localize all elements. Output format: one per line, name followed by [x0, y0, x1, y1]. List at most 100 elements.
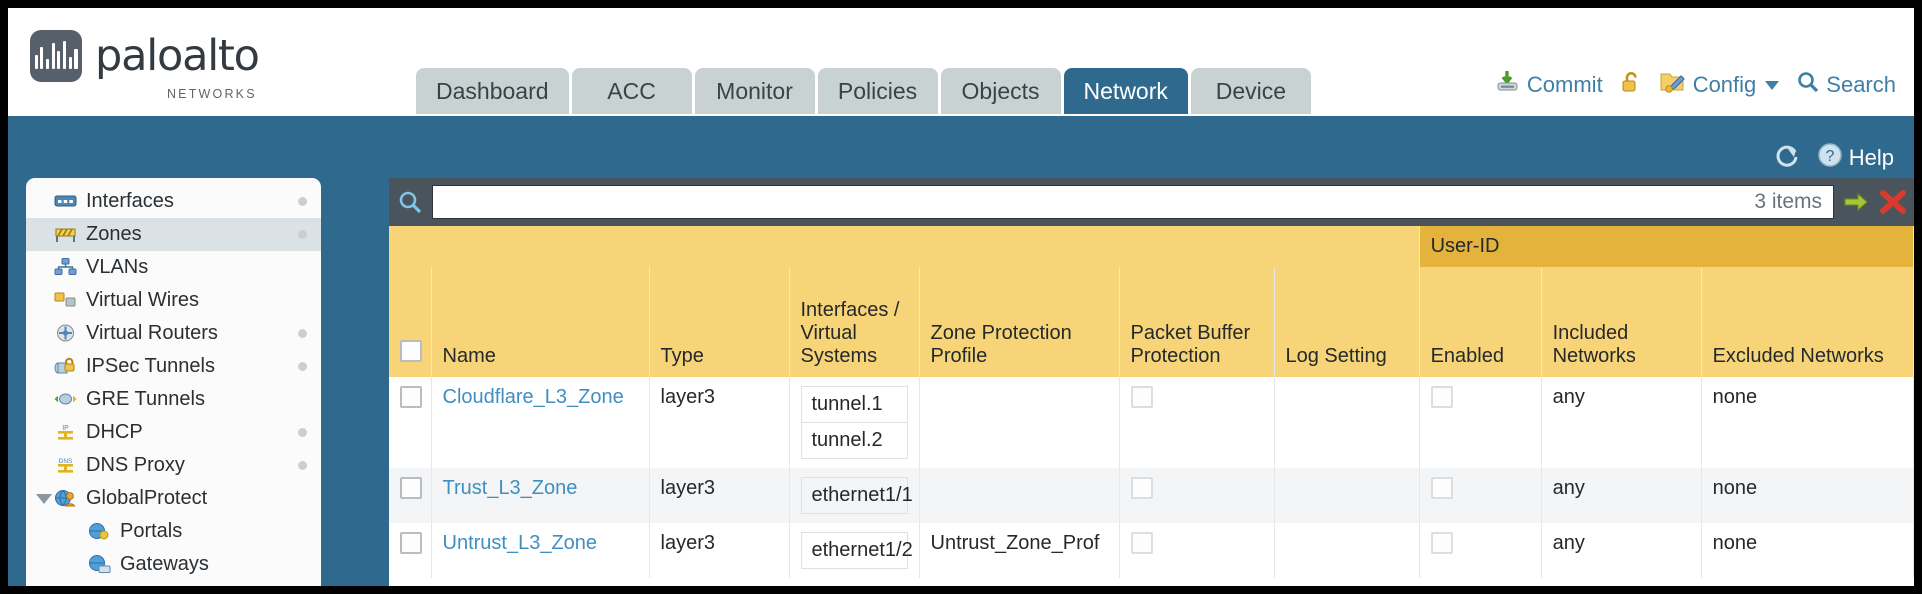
table-row[interactable]: Untrust_L3_Zone layer3 ethernet1/2 Untru… [389, 523, 1914, 578]
row-checkbox[interactable] [400, 477, 422, 499]
tab-monitor[interactable]: Monitor [694, 68, 815, 114]
gateways-icon [88, 554, 111, 575]
search-label: Search [1826, 72, 1896, 97]
tab-acc[interactable]: ACC [571, 68, 692, 114]
included-networks-cell: any [1541, 468, 1702, 523]
excluded-networks-cell: none [1701, 468, 1914, 523]
select-all-checkbox[interactable] [400, 340, 422, 362]
paloalto-logo-mark [30, 30, 82, 82]
row-select-cell [389, 468, 432, 523]
row-checkbox[interactable] [400, 386, 422, 408]
interface-item: ethernet1/1 [800, 477, 913, 514]
log-setting-cell [1274, 523, 1420, 578]
zone-protection-profile-cell: Untrust_Zone_Prof [919, 523, 1120, 578]
sidebar-item-globalprotect[interactable]: GlobalProtect [26, 482, 321, 515]
interfaces-icon [54, 192, 77, 212]
sidebar-item-label: Portals [120, 520, 183, 542]
tab-objects[interactable]: Objects [940, 68, 1061, 114]
tab-dashboard[interactable]: Dashboard [416, 68, 569, 114]
sidebar-item-gre-tunnels[interactable]: GRE Tunnels [26, 383, 321, 416]
column-header-enabled[interactable]: Enabled [1419, 267, 1542, 377]
column-header-type[interactable]: Type [649, 267, 790, 377]
column-header-excluded-networks[interactable]: Excluded Networks [1701, 267, 1914, 377]
userid-enabled-checkbox[interactable] [1430, 477, 1453, 499]
column-header-packet-buffer-protection[interactable]: Packet Buffer Protection [1119, 267, 1275, 377]
sidebar-item-dhcp[interactable]: IP DHCP [26, 416, 321, 449]
sidebar-item-vlans[interactable]: VLANs [26, 251, 321, 284]
search-icon [1796, 70, 1820, 100]
userid-enabled-checkbox[interactable] [1430, 532, 1453, 554]
item-count: 3 items [1754, 190, 1822, 213]
packet-buffer-protection-cell [1119, 377, 1275, 468]
column-header-interfaces[interactable]: Interfaces / Virtual Systems [789, 267, 920, 377]
sidebar-item-virtual-routers[interactable]: Virtual Routers [26, 317, 321, 350]
zone-name-cell: Cloudflare_L3_Zone [431, 377, 650, 468]
zone-type-cell: layer3 [649, 523, 790, 578]
tab-policies[interactable]: Policies [817, 68, 938, 114]
zone-name-cell: Untrust_L3_Zone [431, 523, 650, 578]
config-icon [1659, 70, 1687, 100]
filter-search-icon[interactable] [395, 187, 425, 217]
table-row[interactable]: Cloudflare_L3_Zone layer3 tunnel.1 tunne… [389, 377, 1914, 468]
column-header-included-networks[interactable]: Included Networks [1541, 267, 1702, 377]
search-button[interactable]: Search [1796, 70, 1896, 100]
commit-button[interactable]: Commit [1495, 70, 1603, 100]
apply-filter-button[interactable] [1841, 187, 1871, 217]
zone-protection-profile-cell [919, 377, 1120, 468]
packet-buffer-checkbox[interactable] [1130, 532, 1153, 554]
select-all-header [389, 267, 432, 377]
svg-text:?: ? [1825, 148, 1834, 165]
band-actions: ? Help [1773, 142, 1894, 174]
zone-interfaces-cell: ethernet1/1 [789, 468, 920, 523]
sidebar-item-label: Zones [86, 223, 142, 245]
packet-buffer-protection-cell [1119, 523, 1275, 578]
help-button[interactable]: ? Help [1817, 142, 1894, 174]
tab-device[interactable]: Device [1190, 68, 1311, 114]
column-header-log-setting[interactable]: Log Setting [1274, 267, 1420, 377]
userid-enabled-cell [1419, 523, 1542, 578]
status-dot [298, 428, 307, 437]
zone-name-link[interactable]: Cloudflare_L3_Zone [442, 386, 624, 408]
main-nav-tabs: Dashboard ACC Monitor Policies Objects N… [416, 68, 1311, 114]
filter-bar: 3 items [389, 178, 1914, 226]
userid-enabled-checkbox[interactable] [1430, 386, 1453, 408]
lock-button[interactable] [1620, 70, 1642, 100]
refresh-button[interactable] [1773, 143, 1801, 173]
zone-name-link[interactable]: Trust_L3_Zone [442, 477, 578, 499]
config-button[interactable]: Config [1659, 70, 1780, 100]
config-label: Config [1692, 72, 1757, 97]
sidebar-item-portals[interactable]: Portals [26, 515, 321, 548]
excluded-networks-cell: none [1701, 523, 1914, 578]
header-toolbar: Commit Config [1495, 70, 1896, 100]
sidebar-item-label: GlobalProtect [86, 487, 208, 509]
brand-tagline: NETWORKS [166, 87, 257, 101]
table-row[interactable]: Trust_L3_Zone layer3 ethernet1/1 [389, 468, 1914, 523]
portals-icon [88, 522, 111, 542]
column-header-name[interactable]: Name [431, 267, 650, 377]
sidebar-item-ipsec-tunnels[interactable]: IPSec Tunnels [26, 350, 321, 383]
tab-network[interactable]: Network [1063, 68, 1188, 114]
sidebar-item-zones[interactable]: Zones [26, 218, 321, 251]
packet-buffer-checkbox[interactable] [1130, 477, 1153, 499]
dhcp-icon: IP [54, 423, 77, 443]
sidebar-item-dns-proxy[interactable]: DNS DNS Proxy [26, 449, 321, 482]
packet-buffer-checkbox[interactable] [1130, 386, 1153, 408]
sidebar-item-label: DNS Proxy [86, 454, 185, 476]
row-checkbox[interactable] [400, 532, 422, 554]
commit-label: Commit [1526, 72, 1603, 97]
expand-triangle-icon[interactable] [36, 493, 52, 504]
sidebar-item-gateways[interactable]: Gateways [26, 548, 321, 581]
search-input[interactable]: 3 items [432, 185, 1834, 219]
svg-text:IP: IP [62, 425, 69, 432]
zones-icon [54, 225, 77, 245]
included-networks-cell: any [1541, 523, 1702, 578]
sidebar-item-interfaces[interactable]: Interfaces [26, 185, 321, 218]
column-header-zone-protection-profile[interactable]: Zone Protection Profile [919, 267, 1120, 377]
brand-name: paloalto [95, 30, 260, 81]
zone-interfaces-cell: tunnel.1 tunnel.2 [789, 377, 920, 468]
zones-table: User-ID Name Type Interfaces / Virtual S… [389, 226, 1914, 578]
clear-filter-button[interactable] [1878, 187, 1908, 217]
zone-name-link[interactable]: Untrust_L3_Zone [442, 532, 598, 554]
sidebar-item-virtual-wires[interactable]: Virtual Wires [26, 284, 321, 317]
virtual-routers-icon [54, 324, 77, 344]
